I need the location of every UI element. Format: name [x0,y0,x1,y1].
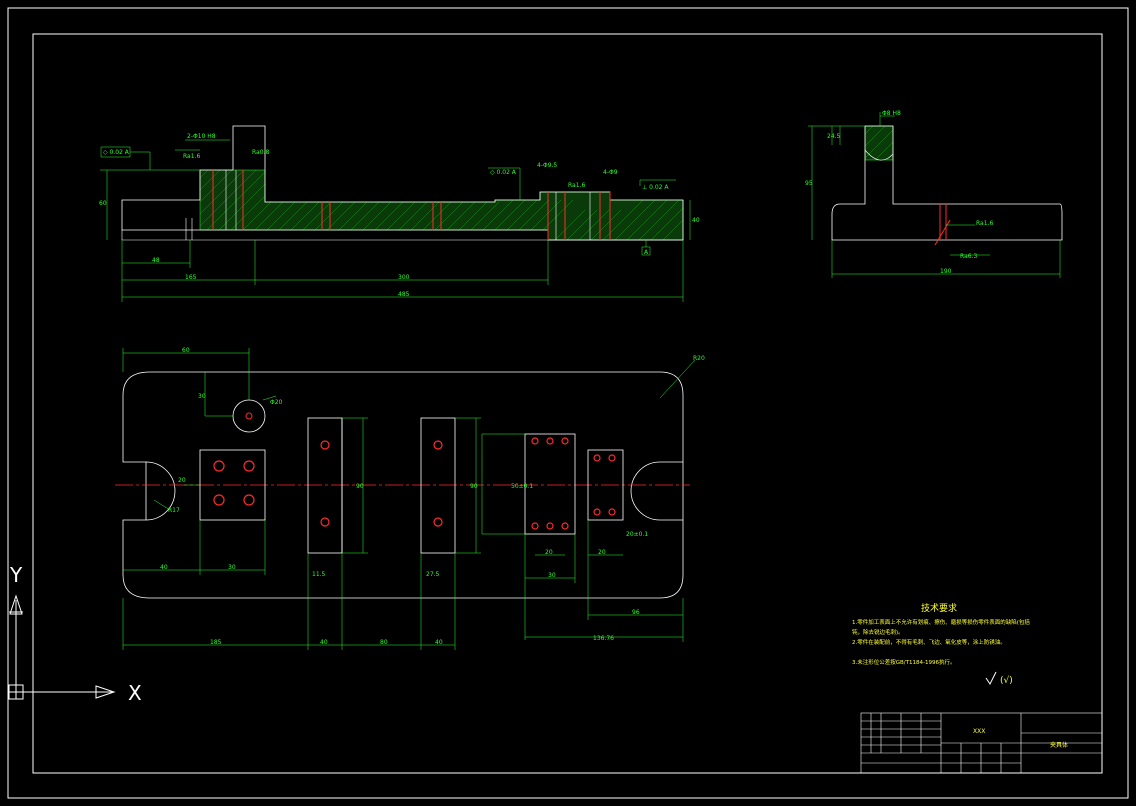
outer-border [7,7,1129,799]
svg-text:◇ 0.02 A: ◇ 0.02 A [490,169,517,176]
front-section-view: 48 165 300 485 60 40 ◇ 0.02 A Ra1.6 2-Φ1… [99,125,700,302]
ucs-x-label: X [128,681,142,705]
svg-text:R20: R20 [693,355,705,362]
svg-text:11.5: 11.5 [312,571,326,578]
svg-text:40: 40 [320,639,328,646]
svg-text:80: 80 [380,639,388,646]
svg-text:4-Φ9: 4-Φ9 [603,169,618,176]
svg-text:96: 96 [632,609,640,616]
svg-text:20: 20 [598,549,606,556]
svg-text:Ra6.3: Ra6.3 [960,253,977,260]
title-block [860,712,1103,774]
roughness-symbol [985,671,997,685]
svg-text:Φ20: Φ20 [270,399,283,406]
svg-text:⊥ 0.02 A: ⊥ 0.02 A [642,184,669,191]
svg-text:24.5: 24.5 [827,133,841,140]
svg-text:300: 300 [398,274,410,281]
svg-text:4-Φ9.5: 4-Φ9.5 [537,162,557,169]
svg-text:◇ 0.02 A: ◇ 0.02 A [103,149,130,156]
svg-text:90: 90 [356,483,364,490]
svg-text:R17: R17 [168,507,180,514]
svg-text:20: 20 [545,549,553,556]
tech-note-line: 钝，除去锐边毛刺)。 [852,628,904,636]
svg-text:2-Φ10 H8: 2-Φ10 H8 [187,133,216,140]
svg-text:27.5: 27.5 [426,571,440,578]
tech-notes-title: 技术要求 [921,602,957,614]
svg-text:30: 30 [228,564,236,571]
svg-text:Ra1.6: Ra1.6 [183,153,200,160]
svg-text:20: 20 [178,477,186,484]
ucs-icon [8,594,116,700]
plan-view: 60 30 40 30 185 40 80 40 11.5 27.5 136.7… [115,347,705,650]
svg-text:95: 95 [805,180,813,187]
svg-text:40: 40 [160,564,168,571]
svg-text:Ra1.6: Ra1.6 [976,220,993,227]
svg-text:40: 40 [435,639,443,646]
svg-text:40: 40 [692,217,700,224]
svg-text:185: 185 [210,639,222,646]
svg-text:190: 190 [940,268,952,275]
tech-note-line: 3.未注形位公差按GB/T1184-1996执行。 [852,658,955,666]
inner-border [32,33,1103,774]
svg-text:30: 30 [548,572,556,579]
tech-note-line: 2.零件在装配前，不得有毛刺、飞边、氧化皮等，涂上防锈油。 [852,638,1006,646]
svg-text:60: 60 [182,347,190,354]
svg-text:60: 60 [99,200,107,207]
svg-text:30: 30 [198,393,206,400]
tech-note-line: 1.零件加工表面上不允许有划痕、擦伤、磨损等损伤零件表面的缺陷(包括 [852,618,1030,626]
ucs-y-label: Y [9,563,23,587]
svg-text:165: 165 [185,274,197,281]
roughness-note: (√) [1000,675,1013,686]
svg-text:Ra1.6: Ra1.6 [568,182,585,189]
side-section-view: 95 190 24.5 Φ8 H8 Ra1.6 Ra6.3 [805,110,1063,278]
title-block-part-name: 夹具体 [1050,741,1068,749]
svg-text:136.76: 136.76 [593,635,614,642]
svg-text:A: A [644,249,649,256]
svg-text:485: 485 [398,291,410,298]
title-block-org: XXX [973,728,985,735]
svg-text:20±0.1: 20±0.1 [626,531,648,538]
svg-text:48: 48 [152,257,160,264]
svg-text:50±0.1: 50±0.1 [511,483,533,490]
svg-text:Φ8 H8: Φ8 H8 [882,110,901,117]
svg-text:Ra0.8: Ra0.8 [252,149,269,156]
svg-text:90: 90 [470,483,478,490]
